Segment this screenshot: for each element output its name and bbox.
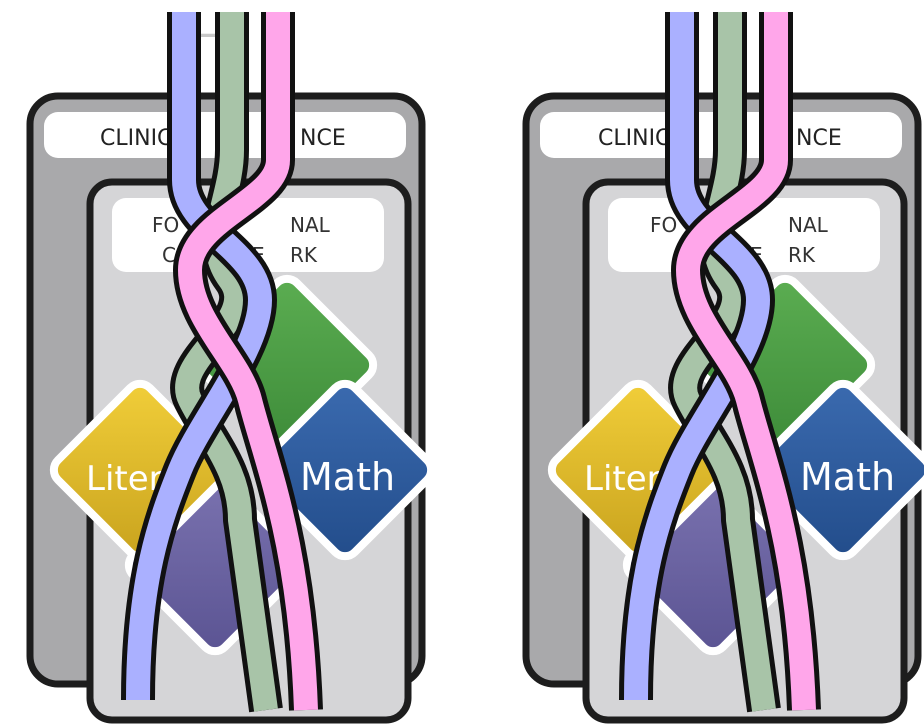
panel-1-outer-card-label-right: NCE (300, 126, 346, 151)
panel-2-inner-label-1-left: FO (650, 213, 677, 237)
panel-2-inner-label-2-right: RK (788, 243, 816, 267)
panel-1-inner-label-1-right: NAL (290, 213, 331, 237)
panel-1-outer-card-label-left: CLINIC (100, 126, 172, 151)
panel-1-diamond-right-label: Math (300, 455, 395, 499)
panel-1-inner-label-1-left: FO (152, 213, 179, 237)
panel-1-inner-label-2-right: RK (290, 243, 318, 267)
panel-2: 3 CLINIC NCE FO NAL E RK Litera Math (526, 5, 924, 720)
panel-2-diamond-right-label: Math (800, 455, 895, 499)
panel-2-outer-card-label-left: CLINIC (598, 126, 670, 151)
panel-2-outer-card-label-right: NCE (796, 126, 842, 151)
panel-2-inner-label-1-right: NAL (788, 213, 829, 237)
panel-1: — CLINIC NCE FO NAL C E RK Litera Math (30, 5, 437, 720)
